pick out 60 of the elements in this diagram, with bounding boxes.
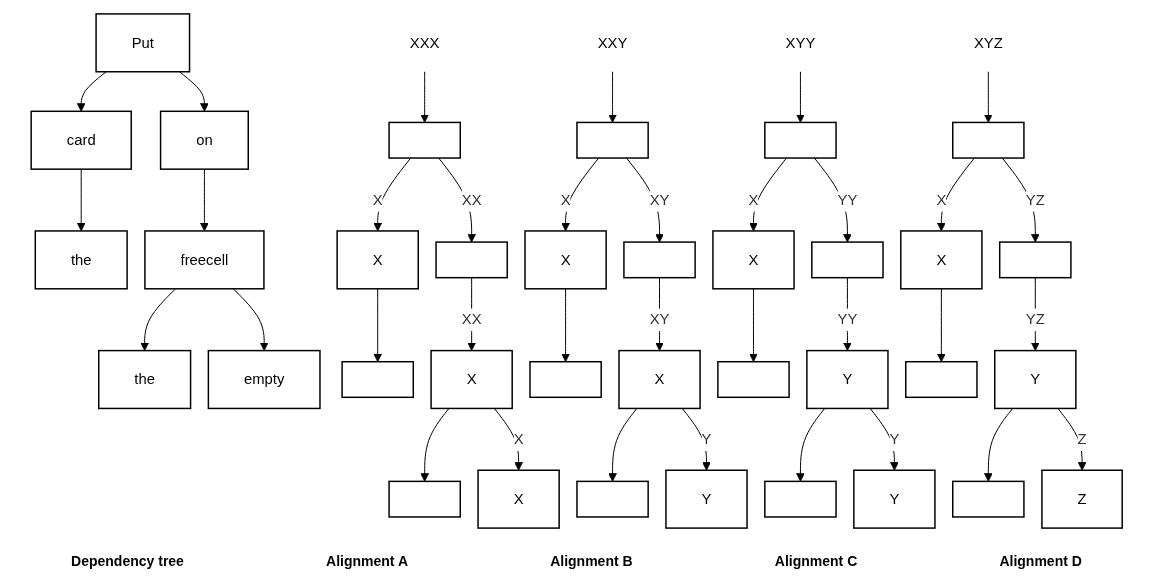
edge-label: X xyxy=(372,190,383,208)
node-box: the xyxy=(97,349,192,409)
caption-text: Dependency tree xyxy=(71,553,184,569)
node-text: XYY xyxy=(785,33,816,50)
node-box xyxy=(529,360,602,398)
node-box xyxy=(951,480,1025,518)
edge-label: YZ xyxy=(1025,310,1045,327)
edge-label: YY xyxy=(837,190,858,208)
edge-label: XX xyxy=(461,190,482,208)
node-box: X xyxy=(618,349,701,409)
node-box xyxy=(763,480,837,518)
node-box: X xyxy=(899,229,983,290)
node-box xyxy=(763,121,837,159)
edge-label: X xyxy=(513,429,524,447)
node-box: empty xyxy=(207,349,321,409)
edge-label: XY xyxy=(649,190,670,208)
node-box xyxy=(388,121,461,159)
edge-label: X xyxy=(748,190,759,208)
node-box: freecell xyxy=(144,229,265,290)
node-box: X xyxy=(430,349,513,409)
node-box xyxy=(951,121,1025,159)
node-box: card xyxy=(30,110,132,170)
edge-label: Y xyxy=(701,429,712,447)
node-box xyxy=(904,360,978,398)
edge-label: YZ xyxy=(1025,190,1045,208)
node-box xyxy=(435,240,508,278)
node-box: Y xyxy=(852,469,936,529)
node-box xyxy=(716,360,790,398)
node-box: X xyxy=(524,229,607,290)
edge-label: X xyxy=(936,190,947,208)
caption-text: Alignment B xyxy=(550,553,633,569)
node-box: the xyxy=(34,229,128,290)
node-text: XXY xyxy=(597,33,628,50)
node-box: X xyxy=(477,469,560,529)
node-box xyxy=(341,360,414,398)
node-box xyxy=(998,240,1072,278)
node-box xyxy=(576,480,649,518)
node-box xyxy=(810,240,884,278)
node-text: XYZ xyxy=(973,33,1003,50)
node-box: Z xyxy=(1041,469,1123,529)
node-text: XXX xyxy=(409,33,440,50)
caption-text: Alignment A xyxy=(326,553,408,569)
caption-text: Alignment D xyxy=(999,553,1082,569)
node-box: Y xyxy=(805,349,889,409)
edge-label: Z xyxy=(1077,429,1087,447)
edge-label: X xyxy=(560,190,571,208)
node-box: on xyxy=(159,110,249,170)
edge-label: XY xyxy=(649,310,670,327)
edge-label: Y xyxy=(889,429,900,447)
caption-text: Alignment C xyxy=(774,553,858,569)
node-box xyxy=(576,121,649,159)
node-box xyxy=(623,240,696,278)
node-box: Y xyxy=(665,469,748,529)
node-box xyxy=(388,480,461,518)
edge-label: XX xyxy=(461,310,482,327)
node-box: Y xyxy=(993,349,1077,409)
node-box: Put xyxy=(95,12,191,72)
node-box: X xyxy=(336,229,419,290)
edge-label: YY xyxy=(837,310,858,327)
node-box: X xyxy=(712,229,795,290)
